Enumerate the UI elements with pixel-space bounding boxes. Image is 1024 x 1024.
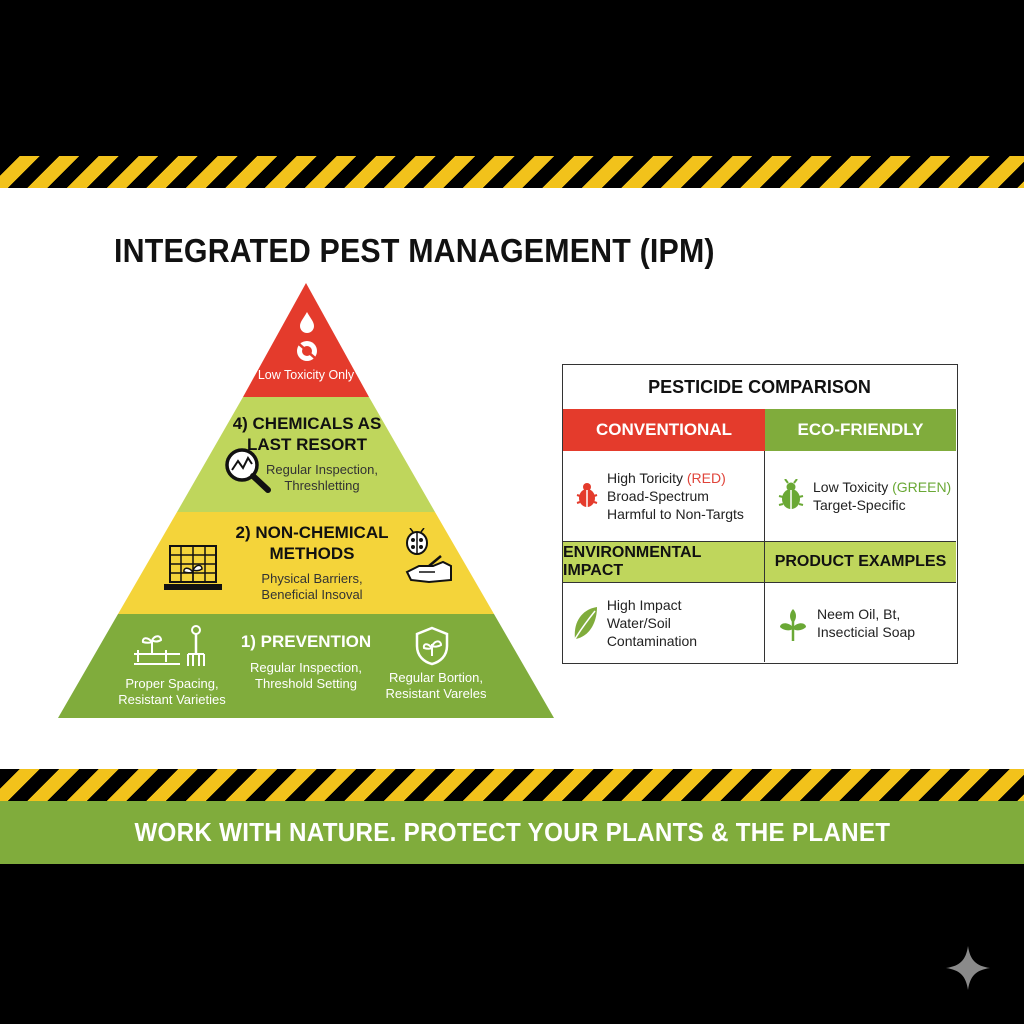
tier-1-right-text: Regular Bortion, Resistant Vareles bbox=[385, 670, 487, 701]
product-examples-header: PRODUCT EXAMPLES bbox=[765, 541, 956, 583]
red-bug-icon bbox=[576, 483, 598, 507]
tier-2-heading: 2) NON-CHEMICAL METHODS bbox=[235, 523, 389, 563]
no-bug-drop-icon bbox=[297, 312, 317, 361]
pesticide-comparison-table: PESTICIDE COMPARISON CONVENTIONAL ECO-FR… bbox=[562, 364, 958, 664]
tier-4-heading: 4) CHEMICALS AS LAST RESORT bbox=[232, 414, 382, 454]
footer-slogan: WORK WITH NATURE. PROTECT YOUR PLANTS & … bbox=[134, 817, 890, 847]
tier-2-sub: Physical Barriers, Beneficial Insoval bbox=[261, 571, 363, 602]
sprout-icon bbox=[780, 608, 806, 641]
pyramid-tier-4 bbox=[177, 397, 435, 512]
environmental-impact-header: ENVIRONMENTAL IMPACT bbox=[563, 541, 765, 583]
magnifier-chart-icon bbox=[225, 448, 271, 493]
environmental-impact-cell: High Impact Water/Soil Contamination bbox=[563, 583, 765, 662]
tier-4-sub: Regular Inspection, Threshletting bbox=[265, 462, 378, 493]
env-impact-line1: High Impact bbox=[606, 596, 682, 613]
eco-toxicity: Low Toxicity bbox=[813, 479, 893, 495]
eco-target: Target-Specific bbox=[813, 497, 906, 513]
eco-toxicity-tag: (GREEN) bbox=[892, 479, 952, 495]
env-impact-line2: Water/Soil Contamination bbox=[606, 614, 698, 649]
col-eco-friendly-header: ECO-FRIENDLY bbox=[765, 409, 956, 451]
seedlings-tools-icon bbox=[134, 625, 205, 666]
product-examples-cell: Neem Oil, Bt, Insecticial Soap bbox=[765, 583, 956, 662]
pyramid-tier-1 bbox=[58, 614, 554, 718]
conventional-cell: High Toricity (RED) Broad-Spectrum Harmf… bbox=[563, 451, 765, 541]
conventional-toxicity-tag: (RED) bbox=[686, 470, 726, 486]
tier-1-sub: Regular Inspection, Threshold Setting bbox=[249, 660, 362, 691]
footer-banner: WORK WITH NATURE. PROTECT YOUR PLANTS & … bbox=[0, 801, 1024, 864]
comparison-title: PESTICIDE COMPARISON bbox=[648, 376, 871, 397]
tier-1-left-text: Proper Spacing, Resistant Varieties bbox=[118, 676, 226, 707]
hazard-stripe-bottom bbox=[0, 769, 1024, 801]
eco-friendly-cell: Low Toxicity (GREEN) Target-Specific bbox=[765, 451, 956, 541]
tier-top-label: Low Toxicity Only bbox=[257, 368, 355, 382]
green-bug-icon bbox=[778, 479, 804, 509]
fence-plant-icon bbox=[164, 545, 222, 590]
page-title: INTEGRATED PEST MANAGEMENT (IPM) bbox=[114, 232, 715, 269]
conventional-harm: Harmful to Non-Targts bbox=[607, 506, 744, 522]
tier-1-heading: 1) PREVENTION bbox=[240, 632, 372, 651]
leaf-icon bbox=[574, 606, 597, 639]
product-line1: Neem Oil, Bt, bbox=[817, 605, 901, 622]
conventional-toxicity: High Toricity bbox=[607, 470, 687, 486]
product-line2: Insecticial Soap bbox=[817, 623, 916, 640]
pyramid-tier-top bbox=[243, 283, 369, 397]
ladybug-hand-icon bbox=[405, 528, 452, 584]
conventional-spectrum: Broad-Spectrum bbox=[607, 488, 709, 504]
col-conventional-header: CONVENTIONAL bbox=[563, 409, 765, 451]
hazard-stripe-top bbox=[0, 156, 1024, 188]
shield-leaf-icon bbox=[415, 626, 449, 666]
sparkle-icon bbox=[946, 946, 990, 990]
